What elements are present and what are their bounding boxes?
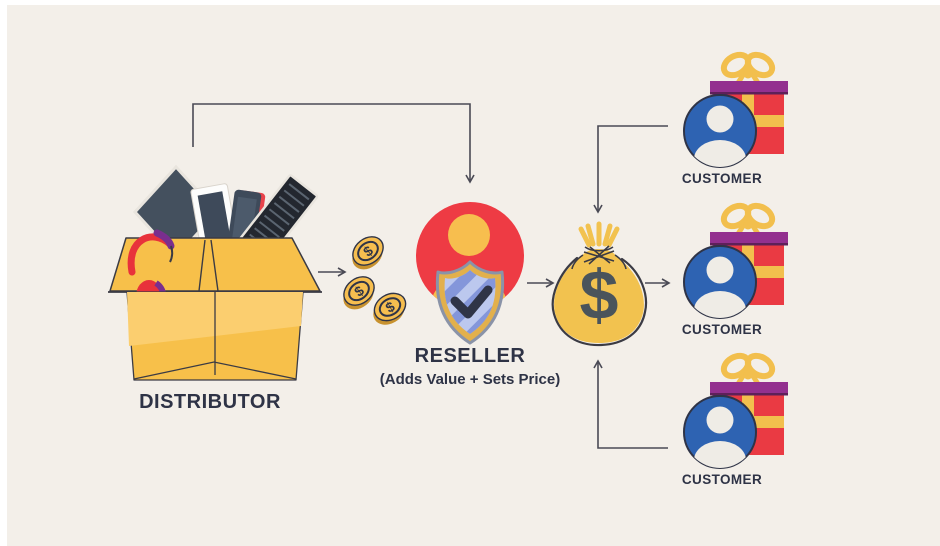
diagram-canvas: $ $ $ xyxy=(7,5,940,546)
customer-icon xyxy=(684,51,788,178)
flow-arrows xyxy=(192,103,671,449)
arrow-customer-3-to-money-bag xyxy=(593,359,668,449)
customer-avatar-icon xyxy=(684,246,756,329)
reseller-sublabel: (Adds Value + Sets Price) xyxy=(379,371,561,388)
customer-2-label: CUSTOMER xyxy=(681,322,763,337)
dollar-coins-icon: $ $ $ xyxy=(334,229,414,332)
reseller-label: RESELLER xyxy=(414,345,526,367)
bag-tuft xyxy=(578,221,620,248)
distributor-box-icon xyxy=(108,164,322,381)
customer-icon xyxy=(684,352,788,479)
arrow-customer-1-to-money-bag xyxy=(593,125,668,214)
money-bag-icon: $ xyxy=(551,221,647,347)
customer-3-label: CUSTOMER xyxy=(681,472,763,487)
customer-avatar-icon xyxy=(684,95,756,178)
shield-check-icon xyxy=(435,260,505,345)
money-bag-dollar-symbol: $ xyxy=(580,256,619,334)
coin-icon: $ xyxy=(334,269,383,317)
bag-tie xyxy=(571,245,627,270)
customer-icon xyxy=(684,202,788,329)
reseller-avatar-icon xyxy=(416,202,524,345)
diagram-artwork: $ $ $ xyxy=(108,5,940,546)
coin-icon: $ xyxy=(365,286,414,332)
coin-icon: $ xyxy=(343,229,392,277)
distributor-label: DISTRIBUTOR xyxy=(139,391,281,413)
customer-1-label: CUSTOMER xyxy=(681,171,763,186)
customer-avatar-icon xyxy=(684,396,756,479)
arrow-distributor-to-reseller xyxy=(192,103,475,184)
